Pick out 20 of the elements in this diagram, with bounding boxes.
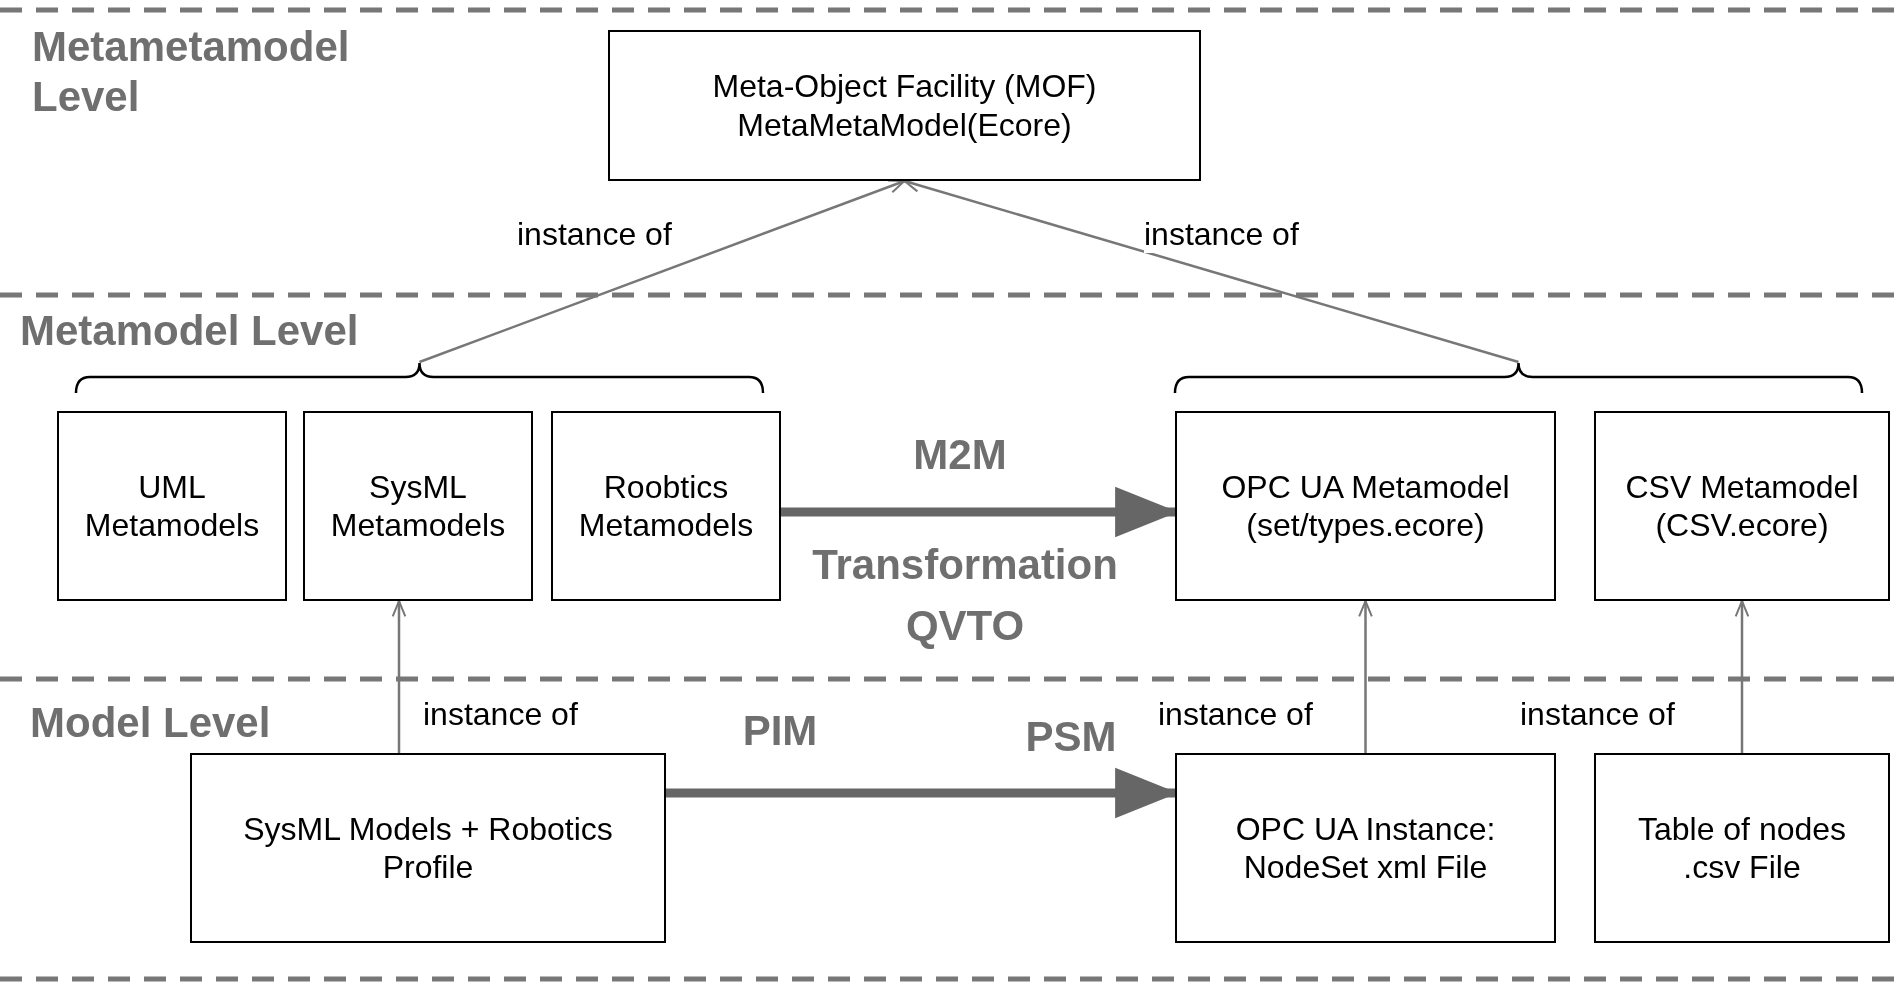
model-box: UML Metamodels [57,411,287,601]
model-box: Table of nodes .csv File [1594,753,1890,943]
level-title: Metamodel Level [20,308,360,355]
model-box: SysML Metamodels [303,411,533,601]
model-kind-label: PSM [1024,712,1118,762]
arrow [1358,600,1373,753]
model-box: CSV Metamodel (CSV.ecore) [1594,411,1890,601]
arrow [1734,600,1750,753]
model-box: SysML Models + Robotics Profile [190,753,666,943]
transformation-label: Transformation QVTO [811,540,1119,651]
model-box: OPC UA Instance: NodeSet xml File [1175,753,1556,943]
model-box: Roobtics Metamodels [551,411,781,601]
level-title: Metametamodel Level [32,22,351,123]
curly-brace [74,362,765,395]
arrow [419,179,906,364]
transformation-label: M2M [912,430,1008,480]
arrow [391,600,407,753]
curly-brace [1173,362,1864,395]
model-box: OPC UA Metamodel (set/types.ecore) [1175,411,1556,601]
model-box: Meta-Object Facility (MOF) MetaMetaModel(Ecore) [608,30,1201,181]
